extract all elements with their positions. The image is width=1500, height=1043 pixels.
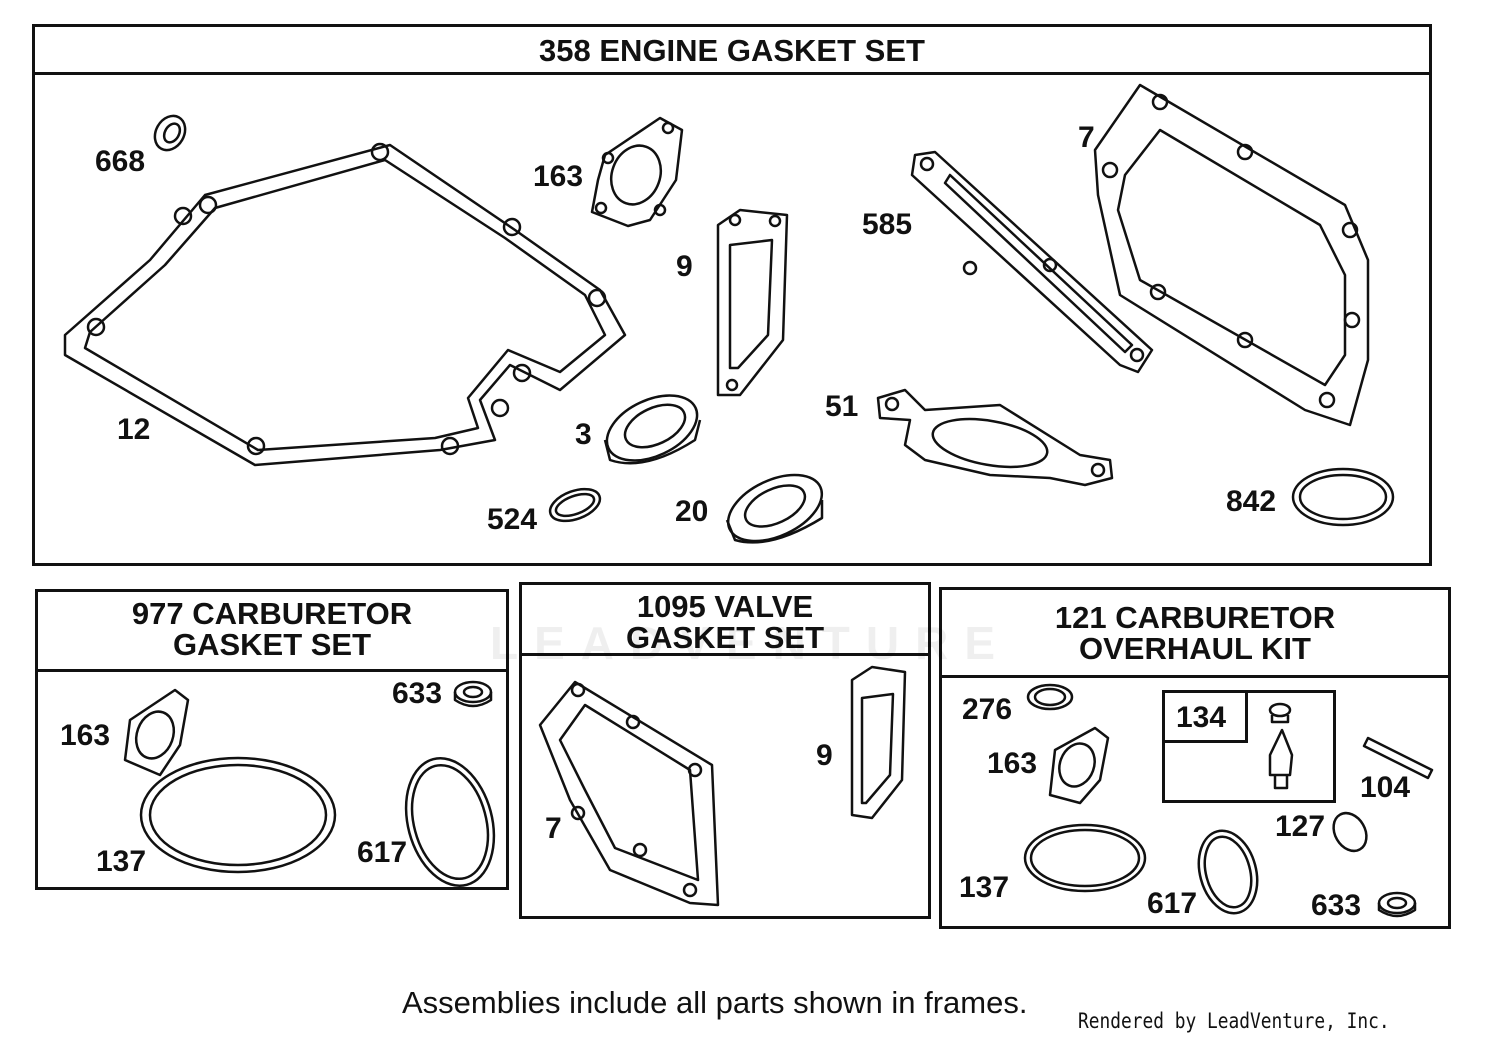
callout-7: 7 — [1078, 121, 1095, 154]
render-credit: Rendered by LeadVenture, Inc. — [1078, 1009, 1390, 1033]
callout-3: 3 — [575, 418, 592, 451]
part-842-ring — [1293, 469, 1393, 525]
callout-7-valve-set: 7 — [545, 812, 562, 845]
callout-12: 12 — [117, 413, 151, 446]
carburetor-gasket-set-title: 977 CARBURETOR GASKET SET — [38, 592, 506, 672]
part-20-oil-seal — [718, 461, 832, 554]
part-585-breather-gasket — [912, 152, 1152, 372]
callout-668: 668 — [95, 145, 146, 178]
callout-104: 104 — [1360, 771, 1411, 804]
callout-276: 276 — [962, 693, 1013, 726]
part-137-gasket-overhaul — [1025, 825, 1145, 891]
part-7-head-gasket-valve-set — [540, 682, 718, 905]
carburetor-overhaul-kit-frame: 121 CARBURETOR OVERHAUL KIT — [939, 587, 1451, 929]
part-51-exhaust-gasket — [878, 390, 1112, 485]
part-163-gasket — [592, 118, 682, 226]
callout-585: 585 — [862, 208, 913, 241]
engine-gasket-set-title: 358 ENGINE GASKET SET — [35, 27, 1429, 75]
callout-137-carb-set: 137 — [96, 845, 147, 878]
part-524-o-ring — [546, 483, 604, 527]
part-7-head-gasket — [1095, 85, 1368, 425]
valve-gasket-set-title: 1095 VALVE GASKET SET — [522, 585, 928, 656]
watermark: LEADVENTURE — [490, 617, 1012, 669]
callout-842: 842 — [1226, 485, 1277, 518]
assemblies-note: Assemblies include all parts shown in fr… — [402, 985, 1028, 1020]
callout-617-carb-set: 617 — [357, 836, 408, 869]
callout-137-overhaul: 137 — [959, 871, 1010, 904]
callout-163-carb-set: 163 — [60, 719, 111, 752]
part-137-gasket-carb-set — [141, 758, 335, 872]
engine-gasket-set-frame: 358 ENGINE GASKET SET — [32, 24, 1432, 566]
callout-9: 9 — [676, 250, 693, 283]
carburetor-overhaul-kit-title: 121 CARBURETOR OVERHAUL KIT — [942, 590, 1448, 678]
part-134-subassembly-frame — [1162, 690, 1336, 803]
callout-633-carb-set: 633 — [392, 677, 443, 710]
callout-163-overhaul: 163 — [987, 747, 1038, 780]
part-134-tab — [1165, 693, 1248, 743]
carburetor-gasket-set-frame: 977 CARBURETOR GASKET SET — [35, 589, 509, 890]
part-276-washer — [1028, 685, 1072, 709]
callout-524: 524 — [487, 503, 538, 536]
part-127-plug — [1327, 807, 1373, 857]
callout-163: 163 — [533, 160, 584, 193]
part-668-seal — [149, 110, 191, 155]
valve-gasket-set-frame: 1095 VALVE GASKET SET — [519, 582, 931, 919]
part-617-gasket-carb-set — [393, 748, 508, 895]
part-163-gasket-carb-set — [125, 690, 188, 775]
callout-617-overhaul: 617 — [1147, 887, 1198, 920]
callout-633-overhaul: 633 — [1311, 889, 1362, 922]
part-633-washer-carb-set — [455, 682, 491, 706]
part-12-crankcase-gasket — [65, 144, 625, 465]
part-9-valve-cover-gasket-valve-set — [852, 667, 905, 818]
part-104-pin — [1364, 738, 1432, 778]
part-3-oil-seal — [597, 382, 708, 473]
part-134-inlet-needle — [1270, 704, 1292, 788]
callout-134: 134 — [1176, 701, 1227, 734]
callout-51: 51 — [825, 390, 859, 423]
callout-9-valve-set: 9 — [816, 739, 833, 772]
part-9-valve-cover-gasket — [718, 210, 787, 395]
part-617-gasket-overhaul — [1190, 824, 1266, 920]
part-633-washer-overhaul — [1379, 893, 1415, 916]
callout-127: 127 — [1275, 810, 1326, 843]
callout-20: 20 — [675, 495, 709, 528]
part-163-gasket-overhaul — [1050, 728, 1108, 803]
